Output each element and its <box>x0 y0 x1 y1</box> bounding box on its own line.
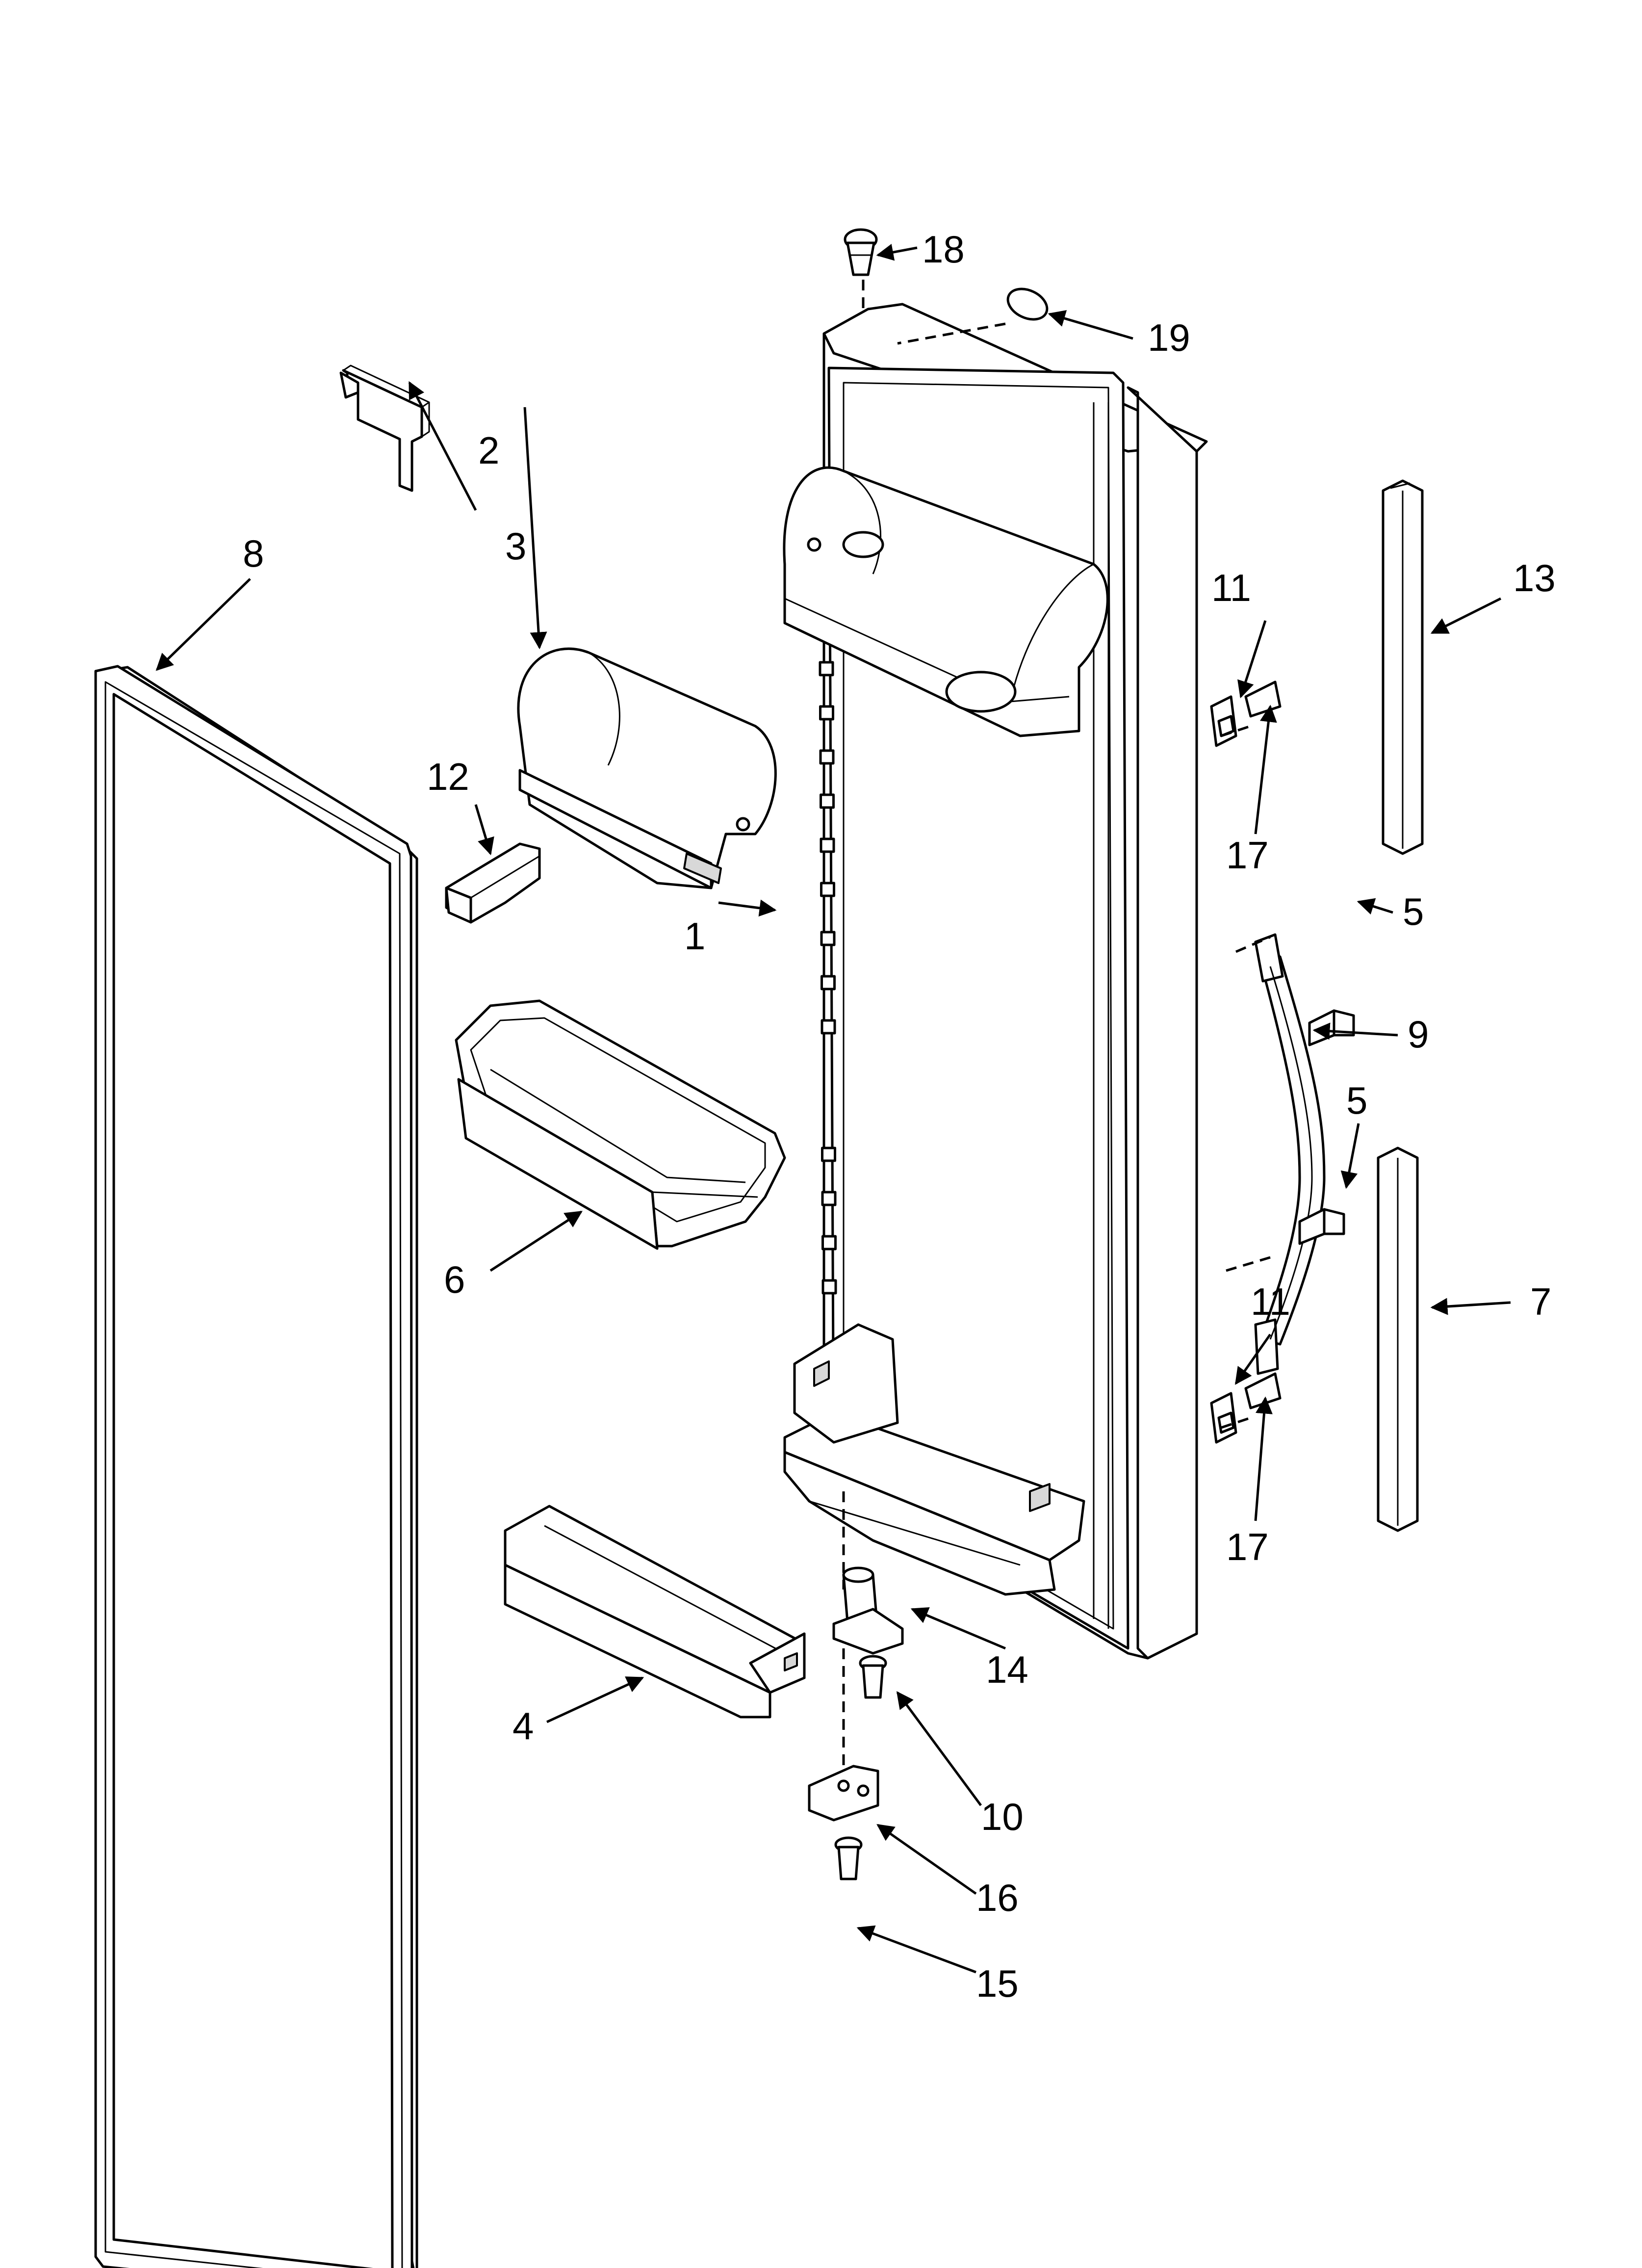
screw-5-upper <box>1308 1009 1355 1046</box>
callout-1: 1 <box>684 914 705 958</box>
callout-5-lower: 5 <box>1346 1079 1367 1122</box>
liner-dimple <box>821 1191 837 1206</box>
callout-6: 6 <box>444 1258 465 1301</box>
callout-18: 18 <box>922 228 965 271</box>
callout-15: 15 <box>976 1962 1019 2005</box>
alignment-lines <box>842 280 1276 1766</box>
door-shelf-part <box>504 1505 806 1719</box>
clip-part <box>339 365 430 492</box>
hinge-clip-lower <box>1210 1372 1282 1444</box>
callout-labels: 1 2 3 4 5 5 6 7 8 9 10 11 11 12 13 14 15… <box>243 228 1556 2005</box>
callout-7: 7 <box>1530 1280 1551 1323</box>
callout-4: 4 <box>513 1704 534 1747</box>
upper-trim-part <box>1382 479 1424 855</box>
callout-8: 8 <box>243 532 264 575</box>
liner-dimple <box>821 1235 837 1251</box>
screw-5-lower <box>1298 1208 1345 1245</box>
callout-13: 13 <box>1513 556 1556 600</box>
lower-trim-part <box>1377 1147 1419 1532</box>
liner-dimple <box>821 1019 836 1035</box>
callout-11-lower: 11 <box>1251 1280 1290 1323</box>
hinge-pin-part <box>832 1566 904 1655</box>
door-gasket-part <box>94 665 418 2268</box>
plug-part <box>844 228 878 276</box>
door-liner-part <box>783 303 1208 1660</box>
liner-dimple <box>820 882 835 897</box>
callout-5-upper: 5 <box>1403 890 1424 933</box>
hinge-bracket-part <box>808 1765 879 1822</box>
leader-lines <box>155 243 1511 1974</box>
callout-16: 16 <box>976 1876 1019 1919</box>
dairy-cover-part <box>517 647 777 889</box>
callout-2: 2 <box>478 429 499 472</box>
screw-15-part <box>834 1836 863 1880</box>
liner-dimples <box>819 661 837 1295</box>
callout-11-upper: 11 <box>1211 566 1251 609</box>
liner-dimple <box>820 793 835 809</box>
handle-part <box>1254 933 1326 1375</box>
screw-10-part <box>859 1655 887 1699</box>
callout-10: 10 <box>981 1795 1024 1838</box>
liner-dimple <box>820 837 835 853</box>
callout-19: 19 <box>1148 316 1190 359</box>
callout-9: 9 <box>1408 1013 1429 1056</box>
liner-dimple <box>820 931 836 946</box>
liner-dimple <box>821 1279 837 1295</box>
liner-dimple <box>821 1147 836 1162</box>
callout-3: 3 <box>505 524 526 568</box>
o-ring-part <box>1006 287 1049 321</box>
liner-dimple <box>819 705 834 721</box>
liner-dimple <box>819 749 835 765</box>
callout-12: 12 <box>427 755 469 798</box>
callout-14: 14 <box>986 1648 1028 1691</box>
callout-17-lower: 17 <box>1226 1525 1269 1568</box>
small-clip-part <box>445 842 541 924</box>
liner-dimple <box>819 661 834 677</box>
hinge-clip-upper <box>1210 680 1282 747</box>
callout-17-upper: 17 <box>1226 834 1269 877</box>
liner-dimple <box>821 975 836 991</box>
door-bin-part <box>455 999 786 1250</box>
